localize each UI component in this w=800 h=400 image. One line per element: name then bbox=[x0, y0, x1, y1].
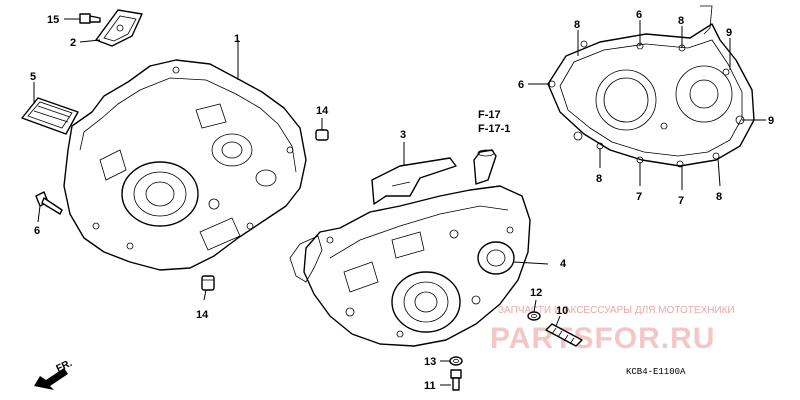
watermark-brand: PARTSFOR.RU bbox=[490, 322, 715, 355]
part-14-dowel-lower bbox=[201, 275, 215, 291]
callout-8-bottom: 8 bbox=[596, 173, 602, 185]
callout-13: 13 bbox=[424, 356, 436, 368]
callout-5: 5 bbox=[30, 71, 36, 83]
callouts: 15 2 1 5 6 14 14 3 F-17 F-17-1 4 12 10 1… bbox=[30, 9, 774, 392]
callout-9-top: 9 bbox=[726, 27, 732, 39]
breather-tube bbox=[473, 149, 497, 185]
watermark: ЗАПЧАСТИ И АКСЕССУАРЫ ДЛЯ МОТОТЕХНИКИ PA… bbox=[490, 305, 735, 355]
watermark-subtitle: ЗАПЧАСТИ И АКСЕССУАРЫ ДЛЯ МОТОТЕХНИКИ bbox=[498, 305, 735, 316]
callout-1: 1 bbox=[234, 33, 240, 45]
part-12-washer bbox=[527, 311, 541, 321]
callout-8-bottom-right: 8 bbox=[716, 191, 722, 203]
front-direction-label: FR. bbox=[55, 358, 74, 375]
callout-7-right: 7 bbox=[678, 195, 684, 207]
callout-15: 15 bbox=[47, 14, 59, 26]
front-direction-arrow: FR. bbox=[34, 358, 74, 390]
ref-f17-1: F-17-1 bbox=[478, 123, 510, 135]
callout-8-top: 8 bbox=[574, 19, 580, 31]
callout-2: 2 bbox=[70, 37, 76, 49]
callout-14-lower: 14 bbox=[196, 309, 209, 321]
callout-12: 12 bbox=[530, 287, 542, 299]
part-11-drain-bolt bbox=[450, 369, 462, 391]
callout-3: 3 bbox=[400, 129, 406, 141]
callout-8-top-right: 8 bbox=[678, 15, 684, 27]
part-14-dowel-upper bbox=[315, 129, 329, 141]
diagram-code: KCB4-E1100A bbox=[626, 367, 686, 377]
callout-10: 10 bbox=[556, 305, 568, 317]
callout-14-upper: 14 bbox=[316, 105, 329, 117]
part-6-bolt-left bbox=[35, 191, 63, 215]
part-4-crankcase-left bbox=[289, 185, 531, 347]
crankcase-gasket bbox=[547, 5, 755, 168]
callout-9-right: 9 bbox=[768, 115, 774, 127]
part-15-bolt bbox=[79, 13, 101, 24]
part-5-filter bbox=[21, 97, 79, 135]
part-10-stud bbox=[545, 323, 583, 347]
callout-4: 4 bbox=[560, 258, 567, 270]
callout-6-top: 6 bbox=[636, 9, 642, 21]
part-1-crankcase-right bbox=[63, 59, 307, 271]
part-3-bracket bbox=[371, 157, 457, 205]
callout-6-left: 6 bbox=[34, 225, 40, 237]
ref-f17: F-17 bbox=[478, 109, 501, 121]
leader-lines bbox=[33, 18, 766, 386]
callout-11: 11 bbox=[424, 380, 436, 392]
part-13-washer bbox=[449, 356, 463, 366]
callout-7-left: 7 bbox=[636, 191, 642, 203]
callout-6-side: 6 bbox=[518, 79, 524, 91]
part-2-plate bbox=[95, 9, 143, 47]
